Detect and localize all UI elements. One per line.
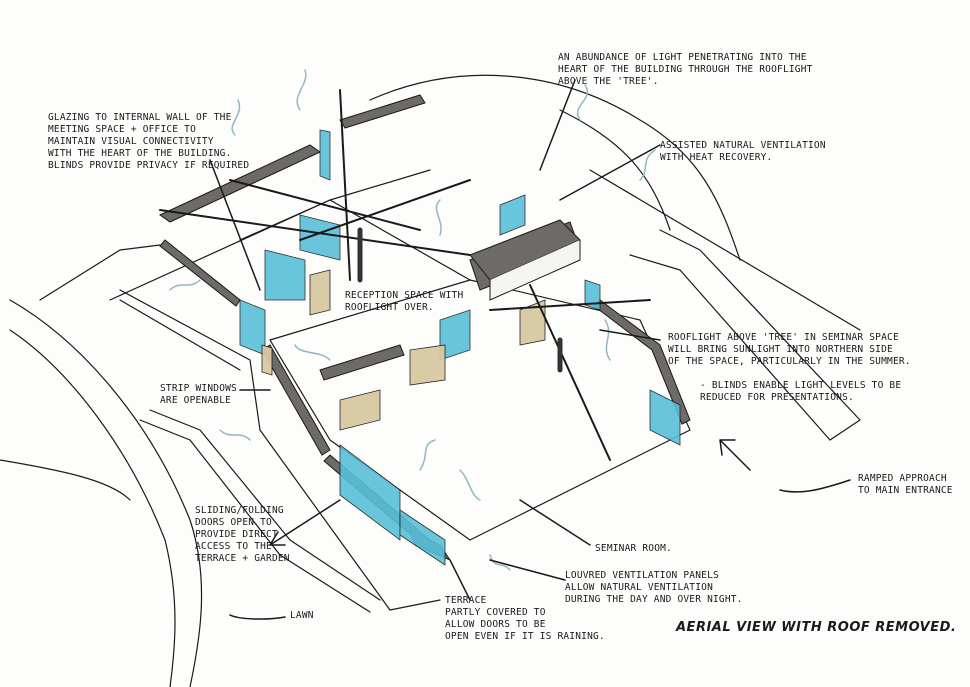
leader-line (779, 479, 851, 493)
glazing-panel (339, 444, 401, 541)
tree-beam (339, 89, 351, 281)
glazing-panel (299, 214, 341, 261)
leader-line (209, 159, 261, 291)
timber-panel (519, 299, 546, 346)
rooflight-box (489, 240, 581, 301)
plinth-edge (119, 299, 241, 371)
annotation-seminar: SEMINAR ROOM. (595, 543, 672, 554)
site-curve (369, 74, 741, 261)
annotation-glazing: GLAZING TO INTERNAL WALL OF THE MEETING … (48, 112, 250, 171)
annotation-ramped: RAMPED APPROACH TO MAIN ENTRANCE (858, 473, 953, 496)
annotation-blinds: - BLINDS ENABLE LIGHT LEVELS TO BE REDUC… (700, 380, 902, 403)
annotation-strip-windows: STRIP WINDOWS ARE OPENABLE (160, 383, 237, 406)
terrace-arrow (269, 499, 341, 546)
glazing-panel (264, 249, 306, 301)
annotation-terrace: TERRACE PARTLY COVERED TO ALLOW DOORS TO… (445, 595, 605, 642)
glazing-panel (399, 509, 446, 566)
tree-beam (229, 179, 421, 231)
tree-beam (299, 179, 471, 241)
plinth-edge (119, 289, 441, 611)
site-curve (559, 109, 671, 231)
leader-line (599, 329, 661, 341)
wall-top (339, 94, 426, 129)
timber-panel (261, 344, 273, 376)
landscape-edge (39, 244, 161, 301)
glazing-panel (239, 299, 266, 356)
entrance-arrow (719, 439, 751, 471)
annotation-roof-light: AN ABUNDANCE OF LIGHT PENETRATING INTO T… (558, 52, 813, 87)
leader-line (449, 559, 471, 601)
airflow-arrow (639, 149, 656, 181)
lawn-arrow (229, 614, 286, 620)
airflow-arrow (296, 69, 307, 111)
glazing-panel (584, 279, 601, 311)
ramp-edge (589, 169, 861, 331)
ramp-edge (659, 229, 861, 441)
floor-outline (269, 279, 691, 541)
wall-top (319, 344, 405, 381)
tree-beam (529, 284, 611, 461)
airflow-arrow (489, 554, 511, 571)
timber-panel (339, 389, 381, 431)
glazing-panel (649, 389, 681, 446)
airflow-arrow (231, 99, 241, 136)
timber-panel (409, 344, 446, 386)
terrace-edge (139, 419, 371, 613)
landscape-curve (9, 299, 203, 687)
landscape-edge (0, 459, 131, 501)
leader-line (519, 499, 591, 546)
terrace-edge (149, 409, 381, 601)
tree-beam (159, 209, 471, 256)
annotation-ventilation: ASSISTED NATURAL VENTILATION WITH HEAT R… (660, 140, 826, 163)
landscape-curve (9, 329, 176, 687)
leader-line (539, 79, 576, 171)
airflow-arrow (459, 469, 481, 501)
leader-line (559, 144, 661, 201)
airflow-arrow (219, 429, 251, 441)
page-title: AERIAL VIEW WITH ROOF REMOVED. (676, 620, 957, 635)
ramp-edge (629, 254, 831, 441)
annotation-louvred: LOUVRED VENTILATION PANELS ALLOW NATURAL… (565, 570, 743, 605)
airflow-arrow (169, 279, 201, 291)
annotation-reception: RECEPTION SPACE WITH ROOFLIGHT OVER. (345, 290, 464, 313)
annotation-sliding: SLIDING/FOLDING DOORS OPEN TO PROVIDE DI… (195, 505, 290, 564)
annotation-rooflight-seminar: ROOFLIGHT ABOVE 'TREE' IN SEMINAR SPACE … (668, 332, 911, 367)
wall-top (159, 239, 241, 307)
airflow-arrow (435, 199, 442, 236)
airflow-arrow (294, 344, 331, 361)
glazing-panel (319, 129, 331, 181)
airflow-arrow (419, 439, 436, 471)
airflow-arrow (604, 319, 611, 361)
glazing-panel (499, 194, 526, 236)
annotation-lawn: LAWN (290, 610, 314, 621)
timber-panel (309, 269, 331, 316)
leader-line (489, 559, 566, 581)
tree-beam (489, 299, 651, 311)
airflow-arrow (577, 84, 588, 121)
